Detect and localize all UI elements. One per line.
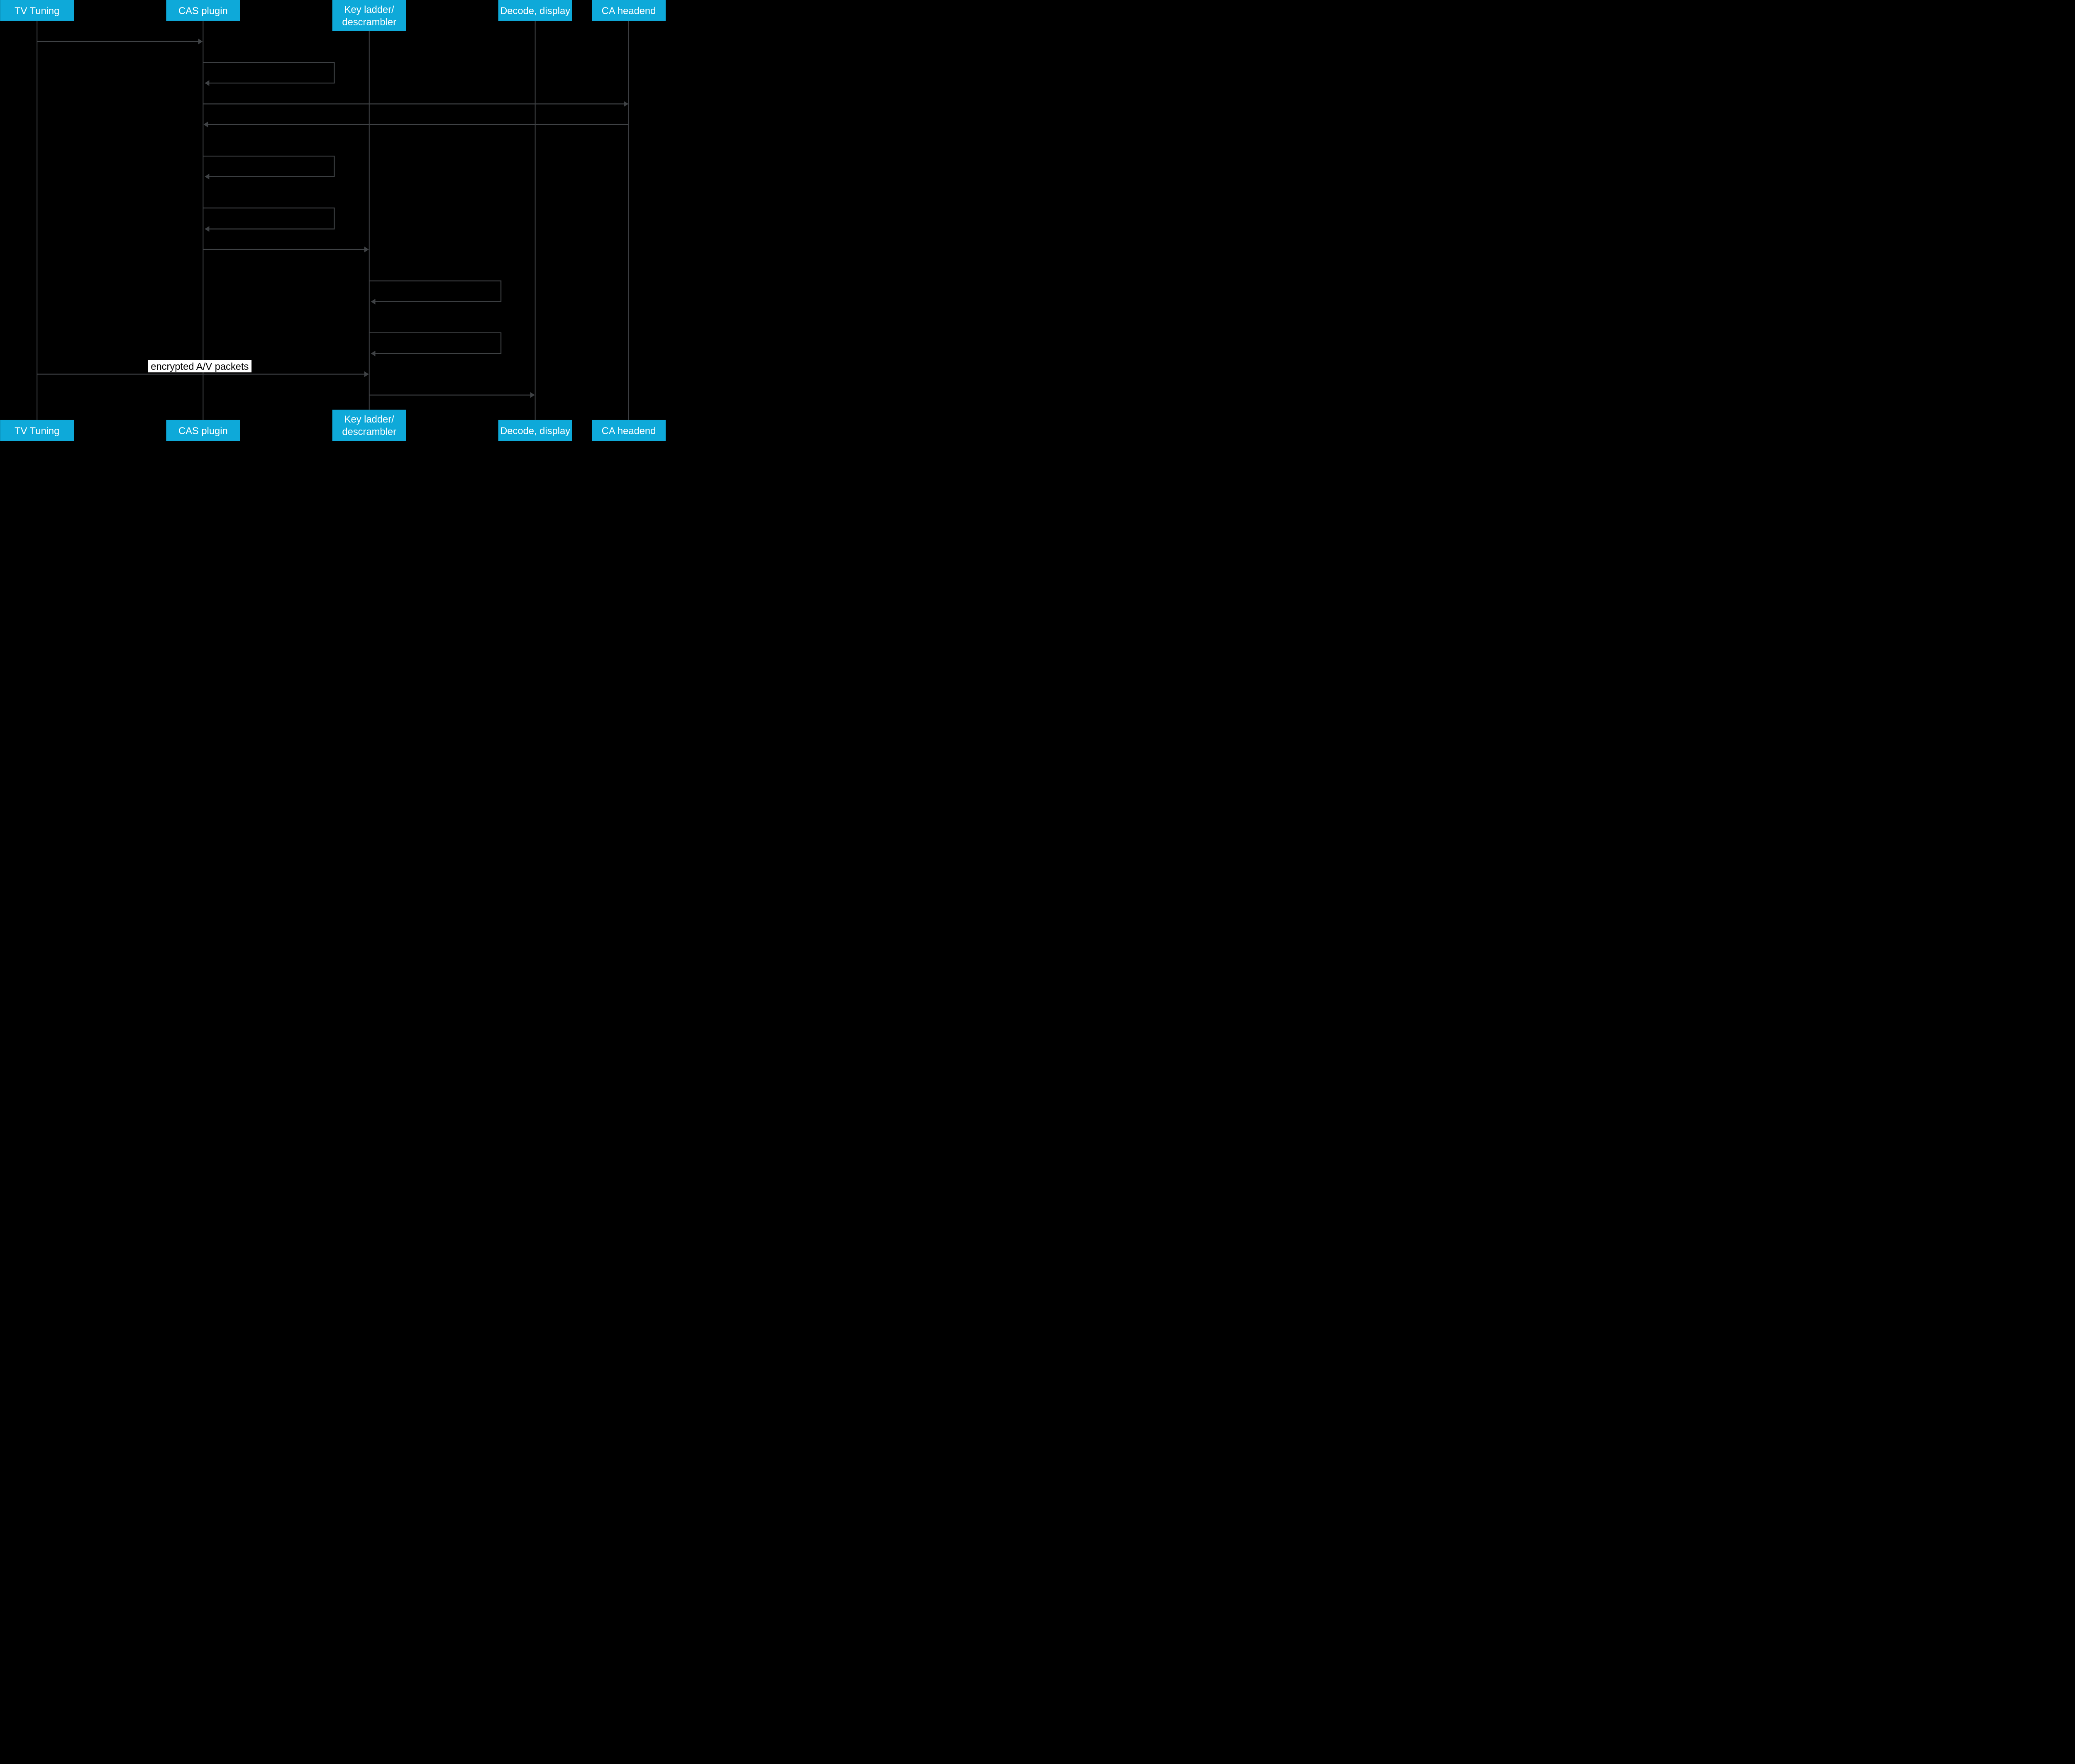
actor-bottom-tv-tuning: TV Tuning xyxy=(0,420,74,441)
actor-bottom-cas-plugin-box xyxy=(166,420,240,441)
messages: encrypted A/V packets xyxy=(37,38,629,398)
actor-bottom-cas-plugin-label: CAS plugin xyxy=(178,426,228,437)
actor-bottom-key-ladder-box xyxy=(332,409,406,441)
actor-top-ca-headend-box xyxy=(592,0,666,21)
actor-top-key-ladder-box xyxy=(332,0,406,31)
actor-top-tv-tuning-box xyxy=(0,0,74,21)
actor-bottom-decode-display-box xyxy=(498,420,572,441)
actor-bottom-tv-tuning-label: TV Tuning xyxy=(15,426,59,437)
actor-top-ca-headend: CA headend xyxy=(592,0,666,21)
sequence-diagram: encrypted A/V packets TV Tuning CAS plug… xyxy=(0,0,668,441)
actors-top: TV Tuning CAS plugin Key ladder/ descram… xyxy=(0,0,666,31)
message-5-cas-plugin-self xyxy=(203,156,335,180)
actor-top-key-ladder-label-line1: Key ladder/ xyxy=(344,5,394,15)
actor-bottom-ca-headend-box xyxy=(592,420,666,441)
lifelines xyxy=(37,20,630,420)
message-6-cas-plugin-self xyxy=(203,207,335,232)
actor-bottom-ca-headend-label: CA headend xyxy=(602,426,656,437)
actor-top-tv-tuning-label: TV Tuning xyxy=(15,6,59,17)
actor-top-cas-plugin-label: CAS plugin xyxy=(178,6,228,17)
actor-bottom-decode-display-label: Decode, display xyxy=(500,426,570,437)
message-10-label: encrypted A/V packets xyxy=(151,362,249,372)
actor-bottom-cas-plugin: CAS plugin xyxy=(166,420,240,441)
actor-bottom-decode-display: Decode, display xyxy=(498,420,572,441)
actor-top-decode-display: Decode, display xyxy=(498,0,572,21)
message-10-tv-tuning-to-key-ladder: encrypted A/V packets xyxy=(37,360,369,377)
message-9-key-ladder-self xyxy=(369,332,502,357)
actor-top-decode-display-box xyxy=(498,0,572,21)
actor-top-tv-tuning: TV Tuning xyxy=(0,0,74,21)
actor-bottom-ca-headend: CA headend xyxy=(592,420,666,441)
actor-bottom-key-ladder-descrambler: Key ladder/ descrambler xyxy=(332,409,406,441)
actor-top-key-ladder-label-line2: descrambler xyxy=(342,17,396,28)
message-2-cas-plugin-self xyxy=(203,62,335,86)
message-8-key-ladder-self xyxy=(369,280,502,305)
actor-top-key-ladder-descrambler: Key ladder/ descrambler xyxy=(332,0,406,31)
actor-top-cas-plugin: CAS plugin xyxy=(166,0,240,21)
actor-bottom-key-ladder-label-line1: Key ladder/ xyxy=(344,414,394,425)
actor-top-cas-plugin-box xyxy=(166,0,240,21)
actor-bottom-key-ladder-label-line2: descrambler xyxy=(342,427,396,437)
actors-bottom: TV Tuning CAS plugin Key ladder/ descram… xyxy=(0,409,666,441)
actor-top-ca-headend-label: CA headend xyxy=(602,6,656,17)
actor-top-decode-display-label: Decode, display xyxy=(500,6,570,17)
actor-bottom-tv-tuning-box xyxy=(0,420,74,441)
message-10-label-background xyxy=(148,360,252,373)
